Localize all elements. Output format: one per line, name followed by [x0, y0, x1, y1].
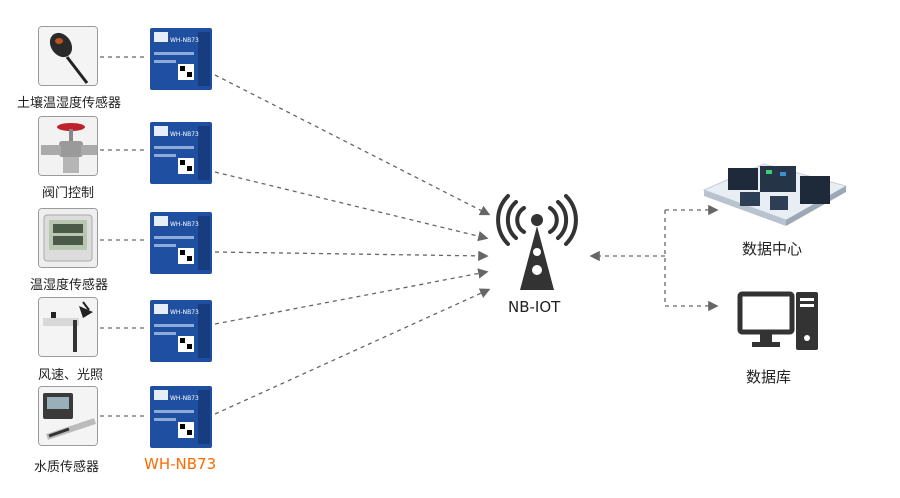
link-module-3 [214, 250, 489, 262]
device-box-water [38, 386, 98, 446]
anemometer-icon [39, 298, 97, 356]
module-4-chip-text: WH-NB73 [170, 309, 199, 316]
module-3: WH-NB73 [150, 212, 212, 274]
module-caption: WH-NB73 [144, 455, 217, 473]
soil-probe-icon [39, 27, 97, 85]
link-module-1 [214, 74, 491, 216]
module-2-chip-text: WH-NB73 [170, 131, 199, 138]
database-label: 数据库 [746, 368, 792, 386]
link-module-2 [214, 171, 489, 242]
device-label-thermo: 温湿度传感器 [30, 278, 109, 293]
device-box-valve [38, 116, 98, 176]
device-box-soil [38, 26, 98, 86]
data-center-icon [702, 163, 848, 226]
valve-icon [39, 117, 97, 175]
datacenter-label: 数据中心 [742, 240, 803, 258]
module-3-chip-text: WH-NB73 [170, 221, 199, 228]
module-5-chip-text: WH-NB73 [170, 395, 199, 402]
network-label: NB-IOT [508, 298, 561, 316]
module-4: WH-NB73 [150, 300, 212, 362]
module-1-chip-text: WH-NB73 [170, 37, 199, 44]
module-5: WH-NB73 [150, 386, 212, 448]
device-label-wind: 风速、光照 [38, 368, 104, 383]
water-quality-icon [39, 387, 97, 445]
device-box-thermo [38, 208, 98, 268]
device-box-wind [38, 297, 98, 357]
thermo-hygrometer-icon [39, 209, 97, 267]
cell-tower-icon [496, 194, 578, 290]
module-2: WH-NB73 [150, 122, 212, 184]
device-label-water: 水质传感器 [34, 460, 100, 475]
device-label-soil: 土壤温湿度传感器 [17, 96, 122, 111]
link-module-4 [214, 268, 489, 325]
link-module-5 [214, 288, 491, 415]
computer-icon [737, 291, 818, 350]
module-1: WH-NB73 [150, 28, 212, 90]
device-label-valve: 阀门控制 [42, 186, 95, 201]
